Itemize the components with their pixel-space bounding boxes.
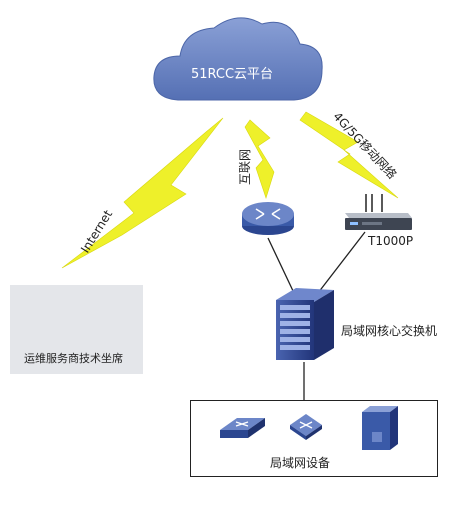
router-icon [242, 202, 294, 235]
lan-devices-box [190, 400, 438, 477]
lightning-bolt-interconnect-icon [244, 119, 275, 199]
lightning-bolt-internet-icon [61, 117, 224, 269]
core-switch-label: 局域网核心交换机 [341, 324, 438, 338]
ops-room-label: 运维服务商技术坐席 [24, 352, 123, 365]
t1000p-device-icon [345, 194, 412, 230]
core-switch-icon [276, 288, 334, 360]
interconnect-link-label: 互联网 [238, 148, 252, 185]
lan-server-icon [362, 406, 398, 450]
line-router-to-core [267, 237, 295, 294]
ops-room-panel [10, 285, 143, 374]
t1000p-label: T1000P [368, 234, 414, 248]
lan-switch-2-icon [290, 414, 322, 440]
lan-switch-1-icon [220, 418, 265, 438]
lightning-bolt-mobile-icon [299, 111, 399, 199]
cloud-icon [153, 17, 323, 101]
cloud-label: 51RCC云平台 [190, 67, 274, 82]
lan-devices-label: 局域网设备 [270, 456, 331, 470]
line-t1000p-to-core [317, 231, 366, 294]
